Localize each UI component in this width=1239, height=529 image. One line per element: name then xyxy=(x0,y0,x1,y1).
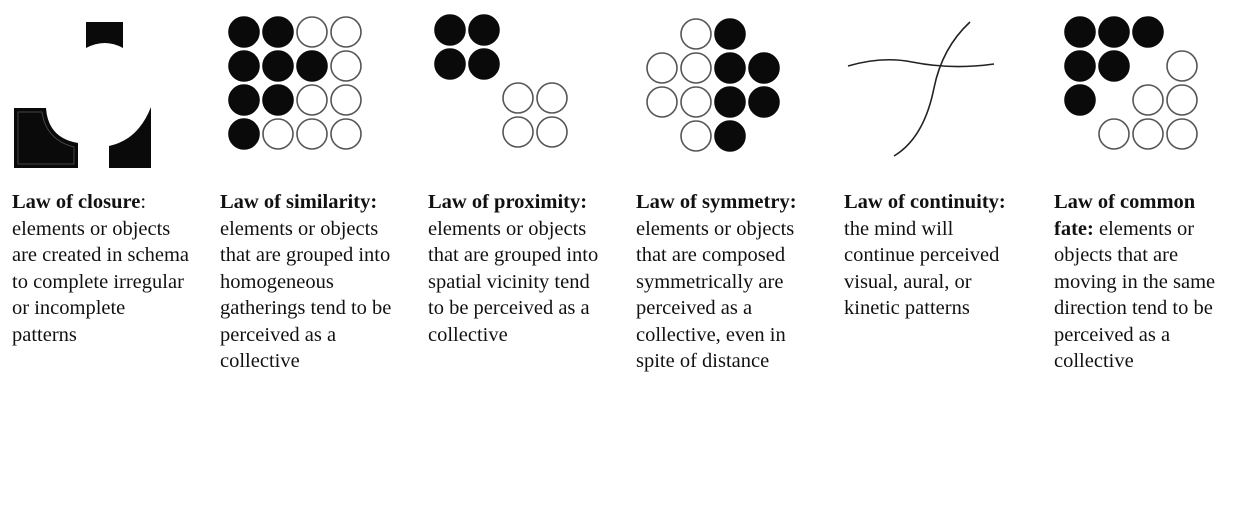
outline-circle xyxy=(296,84,328,116)
filled-circle xyxy=(468,14,500,46)
outline-circle xyxy=(646,86,678,118)
filled-circle xyxy=(434,14,466,46)
filled-circle xyxy=(1098,50,1130,82)
filled-circle xyxy=(296,50,328,82)
similarity-grid-icon xyxy=(218,8,394,168)
filled-circle xyxy=(228,118,260,150)
law-caption-common-fate: Law of common fate: elements or objects … xyxy=(1054,189,1232,375)
filled-circle xyxy=(748,86,780,118)
closure-shapes-icon xyxy=(10,8,186,168)
law-caption-continuity: Law of continuity: the mind will continu… xyxy=(844,189,1022,322)
filled-circle xyxy=(228,50,260,82)
law-panel-continuity: Law of continuity: the mind will continu… xyxy=(842,0,1018,529)
outline-circle xyxy=(330,50,362,82)
filled-circle xyxy=(434,48,466,80)
outline-circle xyxy=(330,16,362,48)
outline-circle xyxy=(330,118,362,150)
filled-circle xyxy=(748,52,780,84)
outline-circle xyxy=(1132,118,1164,150)
outline-circle xyxy=(502,116,534,148)
symmetry-circles-icon xyxy=(634,8,810,168)
outline-circle xyxy=(330,84,362,116)
outline-circle xyxy=(680,86,712,118)
law-description: elements or objects that are grouped int… xyxy=(428,217,599,346)
law-title: Law of common fate: xyxy=(1054,191,1196,240)
filled-circle xyxy=(714,18,746,50)
filled-circle xyxy=(1064,16,1096,48)
outline-circle xyxy=(1166,84,1198,116)
filled-circle xyxy=(468,48,500,80)
outline-circle xyxy=(536,82,568,114)
law-panel-similarity: Law of similarity: elements or objects t… xyxy=(218,0,394,529)
law-separator: : xyxy=(140,191,147,213)
proximity-groups-icon xyxy=(426,8,602,168)
law-description: elements or objects that are grouped int… xyxy=(220,217,392,373)
law-title: Law of continuity: xyxy=(844,191,1006,213)
law-caption-symmetry: Law of symmetry: elements or objects tha… xyxy=(636,189,814,375)
filled-circle xyxy=(228,84,260,116)
filled-circle xyxy=(262,16,294,48)
filled-circle xyxy=(262,50,294,82)
filled-circle xyxy=(1098,16,1130,48)
filled-circle xyxy=(714,52,746,84)
outline-circle xyxy=(296,16,328,48)
filled-circle xyxy=(1132,16,1164,48)
common-fate-circles-icon xyxy=(1052,8,1228,168)
law-description: elements or objects that are moving in t… xyxy=(1054,217,1216,373)
continuity-curves-icon xyxy=(842,8,1018,168)
law-panel-proximity: Law of proximity: elements or objects th… xyxy=(426,0,602,529)
law-caption-similarity: Law of similarity: elements or objects t… xyxy=(220,189,398,375)
law-caption-proximity: Law of proximity: elements or objects th… xyxy=(428,189,606,348)
filled-circle xyxy=(262,84,294,116)
law-title: Law of symmetry: xyxy=(636,191,797,213)
law-title: Law of closure xyxy=(12,191,141,213)
law-description: elements or objects are created in schem… xyxy=(12,217,189,346)
outline-circle xyxy=(536,116,568,148)
law-panel-common-fate: Law of common fate: elements or objects … xyxy=(1052,0,1228,529)
law-title: Law of similarity: xyxy=(220,191,378,213)
outline-circle xyxy=(1166,50,1198,82)
outline-circle xyxy=(1166,118,1198,150)
outline-circle xyxy=(646,52,678,84)
filled-circle xyxy=(1064,84,1096,116)
outline-circle xyxy=(1098,118,1130,150)
filled-circle xyxy=(714,86,746,118)
outline-circle xyxy=(296,118,328,150)
law-panel-symmetry: Law of symmetry: elements or objects tha… xyxy=(634,0,810,529)
law-description: elements or objects that are composed sy… xyxy=(636,217,795,373)
law-description: the mind will continue perceived visual,… xyxy=(844,217,1000,320)
outline-circle xyxy=(680,52,712,84)
filled-circle xyxy=(714,120,746,152)
law-title: Law of proximity: xyxy=(428,191,588,213)
outline-circle xyxy=(1132,84,1164,116)
filled-circle xyxy=(1064,50,1096,82)
filled-circle xyxy=(228,16,260,48)
law-panel-closure: Law of closure: elements or objects are … xyxy=(10,0,189,529)
outline-circle xyxy=(262,118,294,150)
outline-circle xyxy=(680,120,712,152)
outline-circle xyxy=(502,82,534,114)
outline-circle xyxy=(680,18,712,50)
law-caption-closure: Law of closure: elements or objects are … xyxy=(12,189,190,348)
